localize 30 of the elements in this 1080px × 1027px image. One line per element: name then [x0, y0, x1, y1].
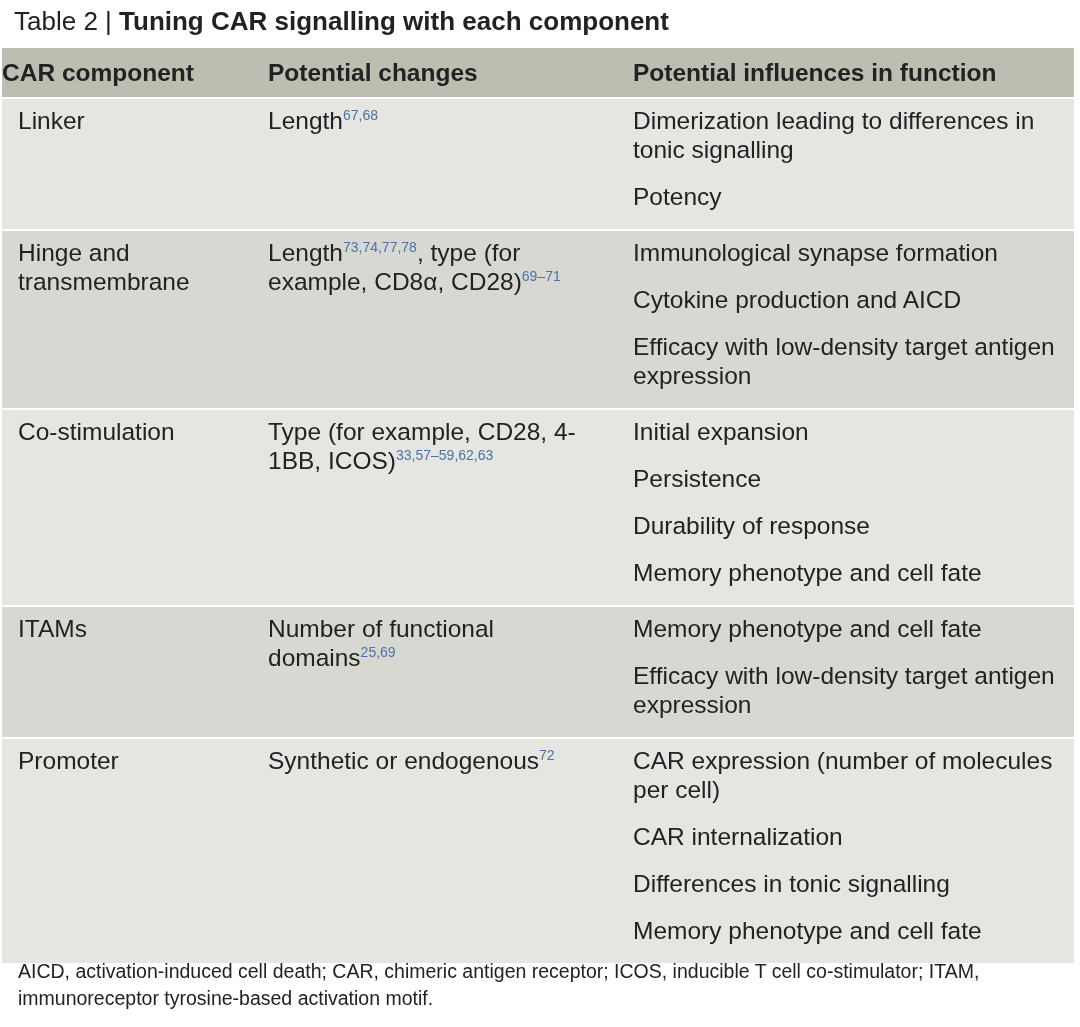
- column-header: CAR component: [2, 59, 194, 86]
- row-heading: Co-stimulation: [18, 417, 176, 446]
- cell-text: Length$^{67,68}$: [268, 106, 379, 135]
- cell-text: Number of functional domains$^{25,69}$: [268, 614, 496, 672]
- list-item: Dimerization leading to differences in tonic signalling: [633, 106, 1036, 164]
- cell-text: Synthetic or endogenous$^{72}$: [268, 746, 556, 775]
- list-item: Memory phenotype and cell fate: [633, 916, 983, 945]
- table-title: Table 2 | Tuning CAR signalling with each component: [14, 6, 669, 37]
- column-header: Potential influences in function: [633, 59, 997, 86]
- list-item: CAR internalization: [633, 822, 844, 851]
- cell-text: Type (for example, CD28, 4-1BB, ICOS)$^{33,57–59,62,63}$: [268, 417, 577, 475]
- list-item: Differences in tonic signalling: [633, 869, 951, 898]
- column-header: Potential changes: [268, 59, 478, 86]
- list-item: Efficacy with low-density target antigen expression: [633, 661, 1056, 719]
- list-item: Efficacy with low-density target antigen expression: [633, 332, 1056, 390]
- list-item: Immunological synapse formation: [633, 238, 999, 267]
- list-item: Memory phenotype and cell fate: [633, 614, 983, 643]
- cell-text: Length$^{73,74,77,78}$, type (for example, CD8α, CD28)$^{69–71}$: [268, 238, 562, 296]
- list-item: Persistence: [633, 464, 762, 493]
- list-item: Memory phenotype and cell fate: [633, 558, 983, 587]
- list-item: Potency: [633, 182, 723, 211]
- row-heading: Promoter: [18, 746, 120, 775]
- table-caption: AICD, activation-induced cell death; CAR, chimeric antigen receptor; ICOS, inducible T cell co-stimulator; ITAM, immunoreceptor tyrosine-based activation motif.: [18, 959, 981, 1011]
- row-heading: ITAMs: [18, 614, 88, 643]
- list-item: CAR expression (number of molecules per cell): [633, 746, 1054, 804]
- list-item: Cytokine production and AICD: [633, 285, 963, 314]
- row-heading: Hinge and transmembrane: [18, 238, 191, 296]
- list-item: Initial expansion: [633, 417, 810, 446]
- row-heading: Linker: [18, 106, 86, 135]
- list-item: Durability of response: [633, 511, 871, 540]
